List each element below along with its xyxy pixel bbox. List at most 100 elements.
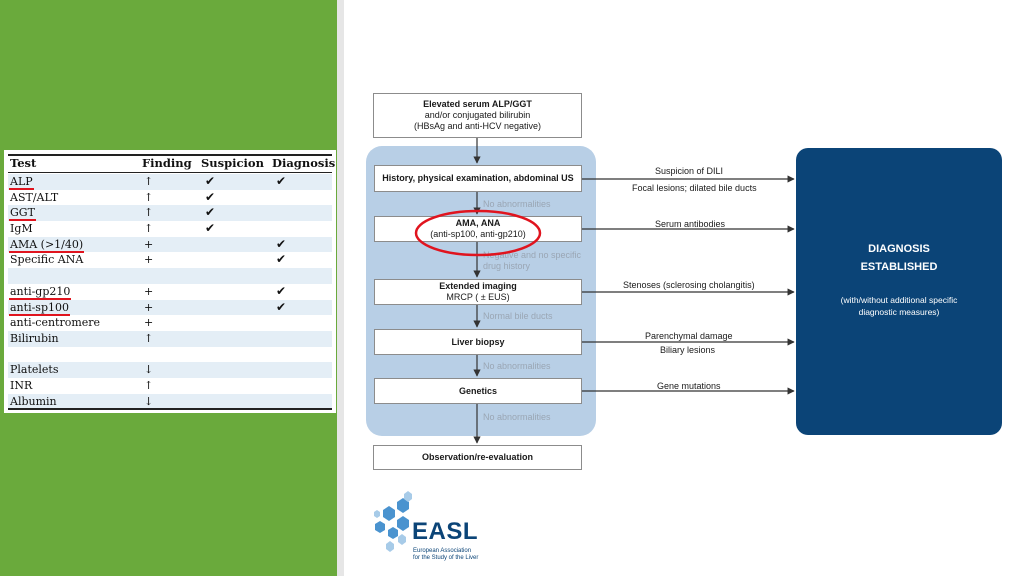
easl-logo-subtitle: European Association for the Study of th…: [413, 548, 478, 562]
cell-finding: ↓: [144, 394, 154, 408]
red-underline: [9, 250, 85, 253]
easl-logo-icon: [374, 491, 412, 552]
table-row: Albumin ↓: [8, 393, 332, 410]
genetics-box: Genetics: [374, 378, 582, 404]
table-top-rule: [8, 154, 332, 156]
cell-test: ALP: [10, 175, 33, 188]
cell-test: Platelets: [10, 363, 59, 377]
label-suspicion-dili: Suspicion of DILI: [655, 166, 724, 176]
cell-test: INR: [10, 378, 33, 392]
table-row: Platelets ↓: [8, 362, 332, 378]
cell-suspicion: ✔: [205, 221, 216, 236]
entry-line-2: and/or conjugated bilirubin: [424, 110, 531, 120]
header-finding: Finding: [142, 156, 192, 170]
red-underline: [9, 219, 36, 222]
diagnosis-title: DIAGNOSIS ESTABLISHED: [796, 240, 1002, 276]
cell-test: Bilirubin: [10, 331, 59, 345]
cell-diagnosis: ✔: [276, 299, 287, 314]
table-row: Specific ANA + ✔: [8, 252, 332, 268]
label-focal-lesions: Focal lesions; dilated bile ducts: [632, 183, 757, 193]
cell-test: Specific ANA: [10, 253, 84, 267]
cell-test: AST/ALT: [10, 190, 59, 204]
label-parenchymal-damage: Parenchymal damage: [645, 331, 733, 341]
cell-suspicion: ✔: [205, 189, 216, 204]
ama-ana-subtitle: (anti-sp100, anti-gp210): [430, 229, 526, 239]
cell-finding: +: [144, 253, 154, 267]
panel-divider: [337, 0, 344, 576]
cell-finding: +: [144, 300, 154, 314]
cell-finding: ↑: [144, 190, 154, 204]
entry-box: Elevated serum ALP/GGT and/or conjugated…: [373, 93, 582, 138]
cell-finding: +: [144, 284, 154, 298]
cell-finding: ↓: [144, 363, 154, 377]
cell-test: Albumin: [10, 394, 57, 408]
easl-logo-text: EASL: [412, 518, 479, 545]
header-test: Test: [10, 156, 37, 170]
ama-ana-box: AMA, ANA (anti-sp100, anti-gp210): [374, 216, 582, 242]
cell-test: anti-centromere: [10, 316, 101, 330]
cell-test: anti-gp210: [10, 284, 71, 298]
header-suspicion: Suspicion: [201, 156, 264, 170]
cell-finding: ↑: [144, 206, 154, 220]
observation-box: Observation/re-evaluation: [373, 445, 582, 470]
table-row: anti-gp210 + ✔: [8, 284, 332, 300]
history-box: History, physical examination, abdominal…: [374, 165, 582, 192]
table-row: GGT↑✔: [8, 205, 332, 222]
imaging-subtitle: MRCP ( ± EUS): [446, 292, 510, 302]
cell-test: AMA (>1/40): [10, 237, 84, 251]
diagnosis-title-line-2: ESTABLISHED: [860, 261, 938, 273]
genetics-label: Genetics: [458, 385, 498, 396]
ama-ana-title: AMA, ANA: [455, 218, 501, 228]
easl-subtitle-line-2: for the Study of the Liver: [413, 555, 479, 561]
cell-finding: ↑: [144, 175, 154, 188]
biopsy-box: Liver biopsy: [374, 329, 582, 355]
diagnosis-subtitle-line-2: diagnostic measures): [858, 307, 940, 317]
normal-bile-ducts: Normal bile ducts: [483, 311, 553, 321]
table-row: AST/ALT ↑ ✔: [8, 190, 332, 206]
table-row: IgM ↑ ✔: [8, 221, 332, 237]
diagnosis-subtitle: (with/without additional specific diagno…: [796, 294, 1002, 318]
negative-note-1: Negative and no specific: [483, 250, 582, 260]
cell-finding: +: [144, 316, 154, 330]
entry-line-3: (HBsAg and anti-HCV negative): [413, 121, 542, 131]
cell-diagnosis: ✔: [276, 252, 287, 267]
cell-finding: ↑: [144, 222, 154, 236]
label-serum-antibodies: Serum antibodies: [655, 219, 726, 229]
table-row: AMA (>1/40)+✔: [8, 236, 332, 253]
red-underline: [9, 297, 72, 300]
no-abnormalities-3: No abnormalities: [483, 412, 551, 422]
label-stenoses: Stenoses (sclerosing cholangitis): [623, 280, 755, 290]
cell-diagnosis: ✔: [276, 283, 287, 298]
cell-finding: +: [144, 237, 154, 251]
cell-suspicion: ✔: [205, 205, 216, 220]
label-gene-mutations: Gene mutations: [657, 381, 721, 391]
diagnosis-established-box: DIAGNOSIS ESTABLISHED (with/without addi…: [796, 148, 1002, 435]
table-row: ALP ↑ ✔ ✔: [8, 174, 332, 190]
cell-diagnosis: ✔: [276, 174, 287, 188]
red-underline: [9, 188, 34, 190]
cell-test: IgM: [10, 222, 33, 236]
cell-finding: ↑: [144, 378, 154, 392]
no-abnormalities-1: No abnormalities: [483, 199, 551, 209]
diagnosis-subtitle-line-1: (with/without additional specific: [840, 295, 958, 305]
table-row: anti-centromere +: [8, 315, 332, 331]
negative-note-2: drug history: [483, 261, 531, 271]
ama-highlight-ring: [414, 209, 542, 257]
cell-suspicion: ✔: [205, 174, 216, 188]
imaging-box: Extended imaging MRCP ( ± EUS): [374, 279, 582, 305]
cell-finding: ↑: [144, 331, 154, 345]
table-row: anti-sp100 + ✔: [8, 299, 332, 316]
table-bottom-rule: [8, 408, 332, 410]
observation-label: Observation/re-evaluation: [421, 452, 534, 462]
imaging-title: Extended imaging: [439, 281, 517, 291]
table-header-row: Test Finding Suspicion Diagnosis: [8, 156, 336, 172]
header-diagnosis: Diagnosis: [272, 156, 336, 170]
entry-line-1: Elevated serum ALP/GGT: [423, 99, 532, 109]
label-biliary-lesions: Biliary lesions: [660, 345, 716, 355]
history-label: History, physical examination, abdominal…: [382, 173, 574, 183]
cell-test: anti-sp100: [10, 300, 69, 314]
diagnosis-title-line-1: DIAGNOSIS: [868, 243, 930, 255]
table-header-rule: [8, 172, 332, 173]
biopsy-label: Liver biopsy: [451, 336, 505, 347]
